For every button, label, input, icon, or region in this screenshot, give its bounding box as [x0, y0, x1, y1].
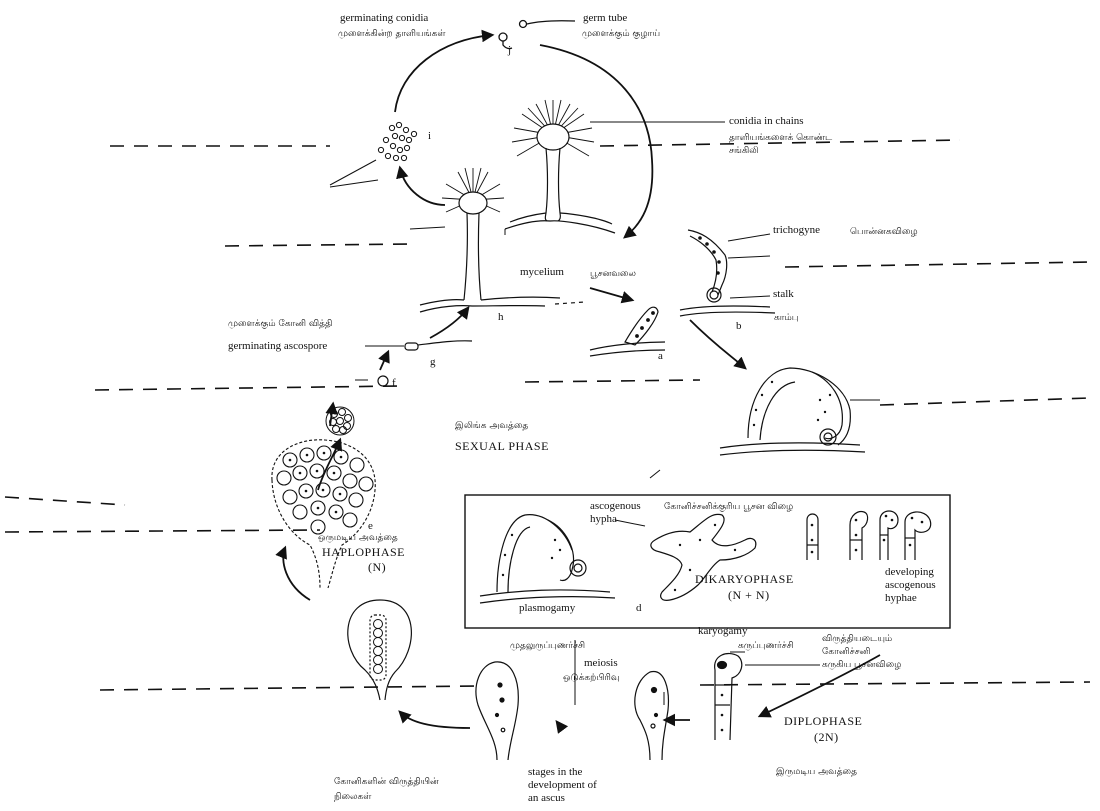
label-dev-hyphae-ta-2: கோனிச்சனி: [822, 646, 870, 658]
label-mycelium: mycelium: [520, 266, 564, 278]
label-diplophase-n: (2N): [814, 731, 839, 743]
label-meiosis: meiosis: [584, 657, 618, 669]
label-dev-hyphae-ta-3: கருகிய பூசனவிழை: [822, 659, 901, 671]
label-plasmogamy-ta: முதலுருப்புணர்ச்சி: [510, 640, 585, 652]
label-diplophase: DIPLOPHASE: [784, 715, 862, 727]
label-stage-g: g: [430, 356, 436, 368]
label-dikaryophase-n: (N + N): [728, 589, 770, 601]
label-stalk-ta: காம்பு: [774, 312, 798, 324]
label-conidia-in-chains-ta-2: சங்கிலி: [729, 145, 758, 157]
label-haplophase: HAPLOPHASE: [322, 546, 405, 558]
label-germinating-ascospore-ta: முளைக்கும் கோனி வித்தி: [228, 318, 332, 330]
ascus-stage-meiosis-2: [476, 662, 518, 760]
label-germ-tube: germ tube: [583, 12, 627, 24]
label-stage-h: h: [498, 311, 504, 323]
label-trichogyne: trichogyne: [773, 224, 820, 236]
label-conidia-in-chains-ta-1: தாளியங்களைக் கொண்ட: [729, 132, 832, 144]
sexual-organs-fertilisation: [720, 368, 865, 455]
label-stage-i: i: [428, 130, 431, 142]
conidiophore-young: [420, 168, 585, 312]
label-stages-ta-1: கோனிகளின் விருத்தியின்: [334, 776, 439, 788]
label-stages-ta-2: நிலைகள்: [334, 791, 371, 803]
free-conidia-cluster: [378, 122, 416, 160]
label-stage-d: d: [636, 602, 642, 614]
ascus-stage-meiosis-1: [635, 672, 669, 760]
label-karyogamy: karyogamy: [698, 625, 747, 637]
label-stage-e: e: [368, 520, 373, 532]
label-dikaryophase: DIKARYOPHASE: [695, 573, 794, 585]
label-sexual-phase-ta: இலிங்க அவத்தை: [455, 420, 528, 432]
cleistothecium: [272, 440, 375, 588]
karyogamy-crozier: [715, 654, 742, 740]
label-developing-1: developing: [885, 566, 934, 578]
label-stage-f: f: [392, 377, 396, 389]
label-stalk: stalk: [773, 288, 794, 300]
ascus-mature-with-spores: [348, 600, 412, 700]
label-plasmogamy: plasmogamy: [519, 602, 575, 614]
label-diplophase-ta: இருமடிய அவத்தை: [776, 766, 857, 778]
label-stages-2: development of: [528, 779, 597, 791]
label-ascogenous-2: hypha: [590, 513, 617, 525]
label-stage-j: j: [508, 44, 511, 56]
germinating-ascospore: [405, 341, 472, 350]
label-stage-b: b: [736, 320, 742, 332]
label-germ-tube-ta: முளைக்கும் குழாய்: [582, 28, 660, 40]
label-meiosis-ta: ஒடுக்கற்பிரிவு: [563, 672, 620, 684]
label-conidia-in-chains: conidia in chains: [729, 115, 804, 127]
label-stages-1: stages in the: [528, 766, 582, 778]
label-stage-a: a: [658, 350, 663, 362]
label-germinating-ascospore: germinating ascospore: [228, 340, 327, 352]
ascogonium-with-trichogyne: [680, 230, 775, 316]
label-germinating-conidia: germinating conidia: [340, 12, 428, 24]
developing-hyphae-drawing: [807, 511, 931, 560]
ascogonium-initial: [590, 307, 665, 356]
label-trichogyne-ta: பொன்னகவிழை: [850, 226, 918, 238]
ascospore: [378, 376, 388, 386]
label-haplophase-ta: ஒருமடிய அவத்தை: [318, 532, 398, 544]
label-developing-3: hyphae: [885, 592, 917, 604]
label-germinating-conidia-ta: முளைக்கின்ற தாளியங்கள்: [338, 28, 445, 40]
conidiophore-mature: [505, 100, 615, 233]
plasmogamy-drawing: [480, 515, 615, 603]
label-pointer-lines: [330, 122, 880, 705]
label-stages-3: an ascus: [528, 792, 565, 804]
label-dev-hyphae-ta-1: விருத்தியடையும்: [822, 633, 892, 645]
label-developing-2: ascogenous: [885, 579, 936, 591]
label-sexual-phase: SEXUAL PHASE: [455, 440, 549, 452]
label-karyogamy-ta: கருப்புணர்ச்சி: [738, 640, 794, 652]
label-haplophase-n: (N): [368, 561, 386, 573]
label-mycelium-ta: பூசனவலை: [590, 268, 636, 280]
label-ascogenous-1: ascogenous: [590, 500, 641, 512]
label-ascogenous-ta: கோனிச்சனிக்குரிய பூசன விழை: [664, 501, 793, 513]
